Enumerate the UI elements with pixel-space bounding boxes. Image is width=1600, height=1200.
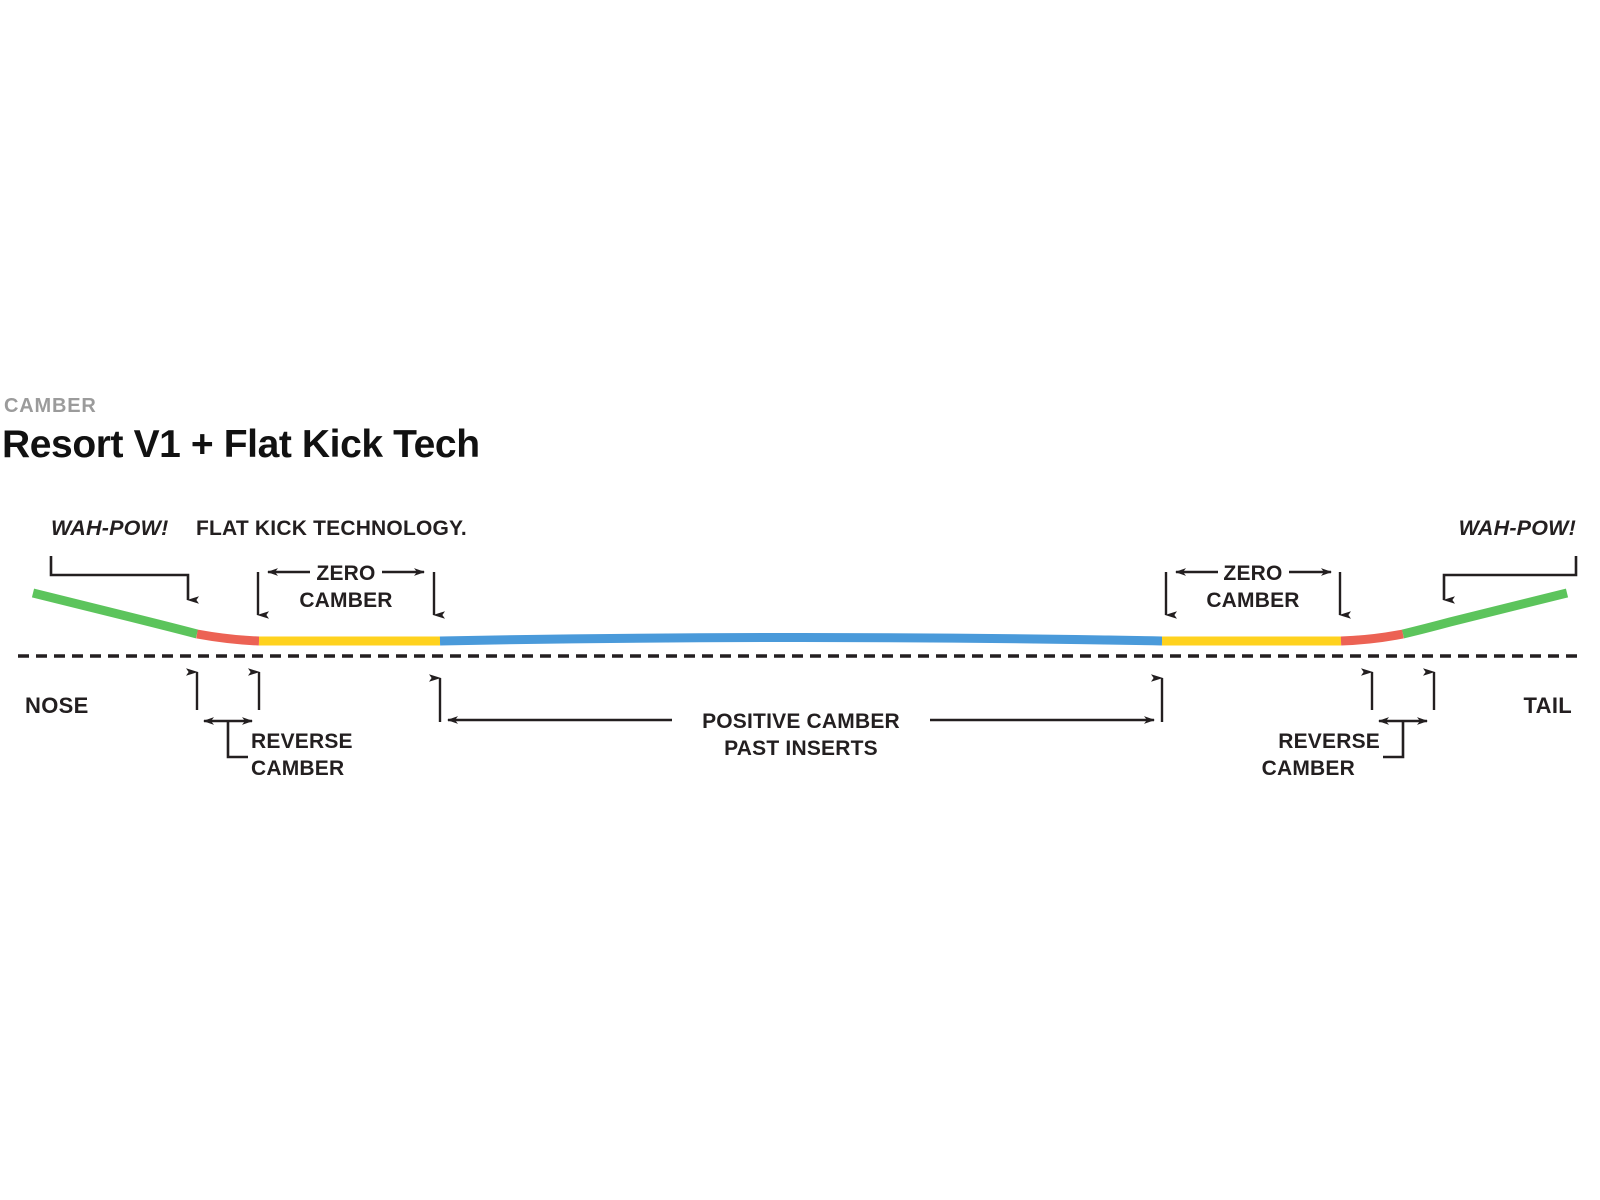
callout-left-wah-pow: WAH-POW! FLAT KICK TECHNOLOGY. (49, 516, 467, 604)
page-title: Resort V1 + Flat Kick Tech (2, 423, 480, 466)
reverse-camber-right-label-line1: REVERSE (1278, 730, 1380, 753)
dimension-zero-camber-right: ZERO CAMBER (1164, 562, 1351, 619)
segment-positive-camber (439, 633, 1163, 646)
reverse-camber-right-leader-line (1383, 721, 1405, 759)
segment-nose-reverse-camber (196, 629, 260, 646)
dimension-positive-camber: POSITIVE CAMBER PAST INSERTS (429, 674, 1164, 760)
positive-camber-label-line2: PAST INSERTS (724, 737, 878, 760)
callout-left-rest-label: FLAT KICK TECHNOLOGY. (196, 517, 467, 540)
zero-camber-right-label-line1: ZERO (1223, 562, 1282, 585)
board-profile (31, 588, 1569, 646)
callout-right-leader-line (1442, 556, 1578, 604)
segment-tail-kick (1401, 588, 1569, 639)
callout-right-wah-pow: WAH-POW! (1442, 516, 1578, 604)
segment-tail-reverse-camber (1340, 629, 1404, 646)
dimension-reverse-camber-left: REVERSE CAMBER (186, 668, 353, 780)
reverse-camber-right-label-line2: CAMBER (1262, 757, 1355, 780)
segment-nose-kick (31, 588, 199, 639)
callout-right-italic-label: WAH-POW! (1459, 516, 1576, 540)
callout-left-leader-line (49, 556, 199, 604)
nose-label: NOSE (25, 693, 89, 718)
dimension-reverse-camber-right: REVERSE CAMBER (1262, 668, 1436, 780)
positive-camber-label-line1: POSITIVE CAMBER (702, 710, 900, 733)
tail-label: TAIL (1524, 693, 1572, 718)
callout-left-italic-label: WAH-POW! (51, 516, 168, 540)
section-eyebrow: CAMBER (4, 395, 97, 417)
zero-camber-left-label-line2: CAMBER (299, 589, 392, 612)
dimension-zero-camber-left: ZERO CAMBER (256, 562, 445, 619)
zero-camber-left-label-line1: ZERO (316, 562, 375, 585)
reverse-camber-left-label-line2: CAMBER (251, 757, 344, 780)
reverse-camber-left-label-line1: REVERSE (251, 730, 353, 753)
zero-camber-right-label-line2: CAMBER (1206, 589, 1299, 612)
reverse-camber-left-leader-line (226, 721, 248, 759)
